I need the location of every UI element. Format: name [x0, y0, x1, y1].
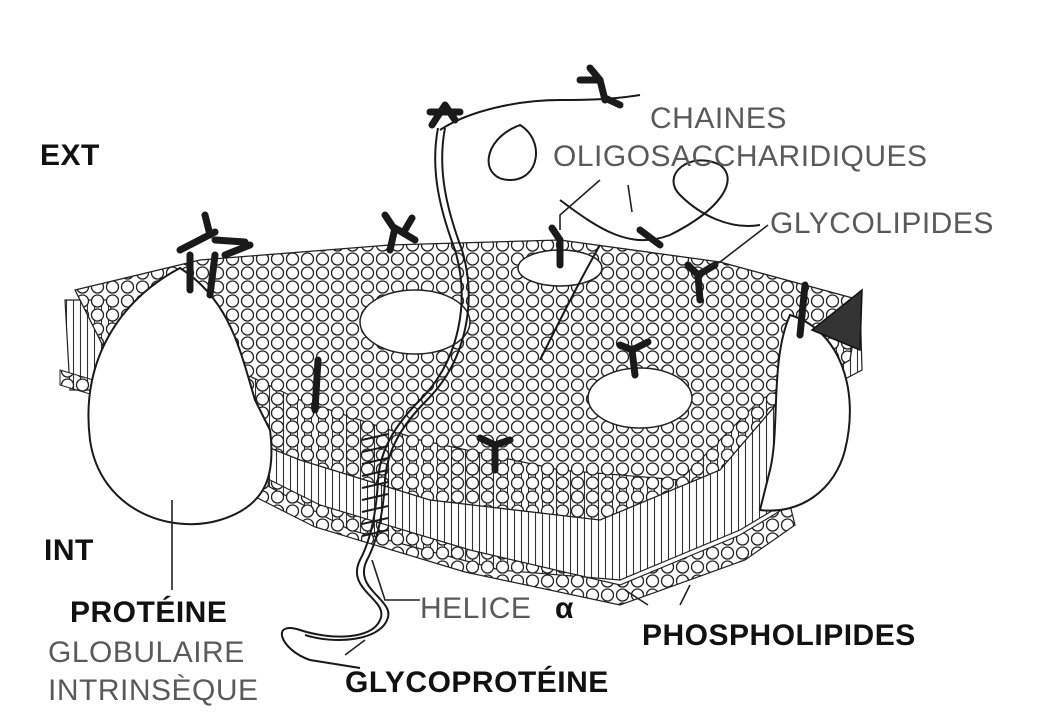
label-alpha: α	[555, 592, 574, 625]
label-phospholipides: PHOSPHOLIPIDES	[642, 619, 916, 652]
label-oligosaccharidiques: OLIGOSACCHARIDIQUES	[553, 140, 928, 173]
label-glycolipides: GLYCOLIPIDES	[770, 207, 994, 240]
label-globulaire: GLOBULAIRE	[48, 636, 245, 669]
label-chaines: CHAINES	[650, 102, 787, 135]
label-proteine: PROTÉINE	[70, 595, 227, 629]
label-glycoproteine: GLYCOPROTÉINE	[345, 665, 609, 699]
label-helice: HELICE	[420, 592, 531, 625]
label-intrinseque: INTRINSÈQUE	[48, 674, 259, 707]
label-ext: EXT	[40, 139, 100, 172]
label-int: INT	[44, 534, 94, 567]
